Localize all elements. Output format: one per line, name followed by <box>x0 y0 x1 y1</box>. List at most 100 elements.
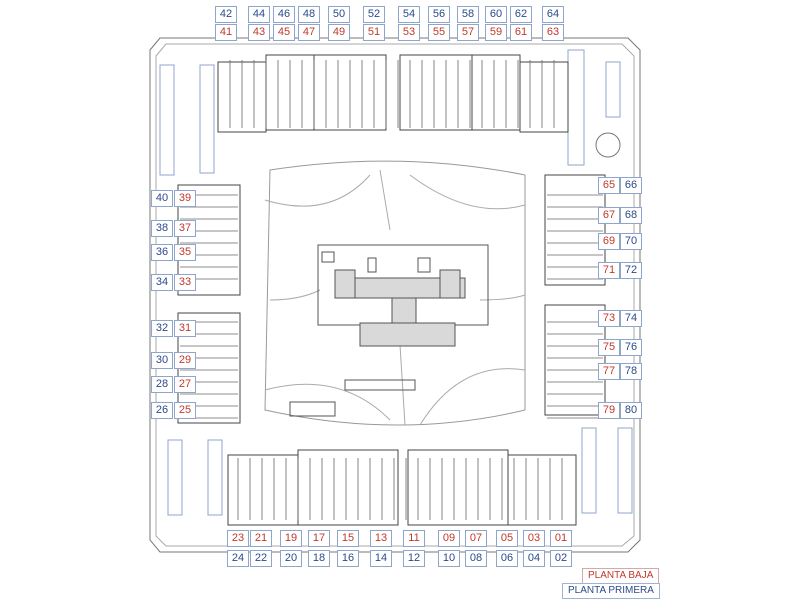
block-left-1 <box>177 184 241 296</box>
path-4 <box>479 294 526 301</box>
parking-left-top-2 <box>199 64 215 174</box>
unit-label-67: 67 <box>598 207 620 224</box>
unit-label-57: 57 <box>457 24 479 41</box>
unit-label-15: 15 <box>337 530 359 547</box>
block-bottom-2 <box>297 449 399 526</box>
parking-right-top <box>567 49 585 166</box>
path-7 <box>379 169 391 231</box>
unit-label-61: 61 <box>510 24 532 41</box>
unit-label-77: 77 <box>598 363 620 380</box>
unit-label-22: 22 <box>250 550 272 567</box>
unit-label-33: 33 <box>174 274 196 291</box>
unit-label-41: 41 <box>215 24 237 41</box>
parking-left-top <box>159 64 175 176</box>
unit-label-65: 65 <box>598 177 620 194</box>
unit-label-42: 42 <box>215 6 237 23</box>
unit-label-32: 32 <box>151 320 173 337</box>
legend-planta-primera: PLANTA PRIMERA <box>562 583 660 599</box>
unit-label-28: 28 <box>151 376 173 393</box>
unit-label-40: 40 <box>151 190 173 207</box>
unit-label-30: 30 <box>151 352 173 369</box>
courtyard-outline <box>264 160 526 426</box>
unit-label-78: 78 <box>620 363 642 380</box>
unit-label-43: 43 <box>248 24 270 41</box>
block-bottom-3 <box>407 449 509 526</box>
parking-right-bottom <box>581 427 597 514</box>
unit-label-80: 80 <box>620 402 642 419</box>
block-bottom-1 <box>227 454 299 526</box>
block-right-2 <box>544 304 606 416</box>
unit-label-16: 16 <box>337 550 359 567</box>
unit-label-18: 18 <box>308 550 330 567</box>
unit-label-10: 10 <box>438 550 460 567</box>
unit-label-29: 29 <box>174 352 196 369</box>
block-top-5 <box>471 54 521 131</box>
roundabout <box>595 132 621 158</box>
block-top-4 <box>399 54 473 131</box>
unit-label-66: 66 <box>620 177 642 194</box>
block-bottom-4 <box>507 454 577 526</box>
unit-label-20: 20 <box>280 550 302 567</box>
unit-label-62: 62 <box>510 6 532 23</box>
unit-label-63: 63 <box>542 24 564 41</box>
unit-label-47: 47 <box>298 24 320 41</box>
unit-label-23: 23 <box>227 530 249 547</box>
unit-label-71: 71 <box>598 262 620 279</box>
unit-label-58: 58 <box>457 6 479 23</box>
path-2 <box>409 174 526 210</box>
unit-label-60: 60 <box>485 6 507 23</box>
unit-label-44: 44 <box>248 6 270 23</box>
unit-label-17: 17 <box>308 530 330 547</box>
unit-partitions <box>180 60 603 520</box>
unit-label-79: 79 <box>598 402 620 419</box>
block-right-1 <box>544 174 606 286</box>
unit-label-68: 68 <box>620 207 642 224</box>
unit-label-27: 27 <box>174 376 196 393</box>
unit-label-49: 49 <box>328 24 350 41</box>
unit-label-01: 01 <box>550 530 572 547</box>
legend-planta-baja: PLANTA BAJA <box>582 568 660 584</box>
unit-label-19: 19 <box>280 530 302 547</box>
unit-label-64: 64 <box>542 6 564 23</box>
unit-label-75: 75 <box>598 339 620 356</box>
unit-label-72: 72 <box>620 262 642 279</box>
unit-label-03: 03 <box>523 530 545 547</box>
unit-label-46: 46 <box>273 6 295 23</box>
unit-label-14: 14 <box>370 550 392 567</box>
unit-label-08: 08 <box>465 550 487 567</box>
unit-label-13: 13 <box>370 530 392 547</box>
path-8 <box>399 344 406 426</box>
unit-label-55: 55 <box>428 24 450 41</box>
unit-label-37: 37 <box>174 220 196 237</box>
court <box>289 401 336 417</box>
unit-label-38: 38 <box>151 220 173 237</box>
unit-label-36: 36 <box>151 244 173 261</box>
block-top-6 <box>519 61 569 133</box>
unit-label-76: 76 <box>620 339 642 356</box>
unit-label-07: 07 <box>465 530 487 547</box>
unit-label-25: 25 <box>174 402 196 419</box>
unit-label-06: 06 <box>496 550 518 567</box>
unit-label-59: 59 <box>485 24 507 41</box>
parking-left-bottom-2 <box>207 439 223 516</box>
unit-label-21: 21 <box>250 530 272 547</box>
unit-label-70: 70 <box>620 233 642 250</box>
unit-label-69: 69 <box>598 233 620 250</box>
unit-label-56: 56 <box>428 6 450 23</box>
central-building <box>317 244 489 347</box>
unit-label-54: 54 <box>398 6 420 23</box>
unit-label-12: 12 <box>403 550 425 567</box>
path-6 <box>419 368 526 426</box>
unit-label-50: 50 <box>328 6 350 23</box>
unit-label-26: 26 <box>151 402 173 419</box>
path-5 <box>264 383 391 421</box>
unit-label-52: 52 <box>363 6 385 23</box>
unit-label-74: 74 <box>620 310 642 327</box>
unit-label-11: 11 <box>403 530 425 547</box>
unit-label-34: 34 <box>151 274 173 291</box>
unit-label-05: 05 <box>496 530 518 547</box>
unit-label-48: 48 <box>298 6 320 23</box>
path-3 <box>269 289 321 301</box>
parking-right-top-2 <box>605 61 621 118</box>
